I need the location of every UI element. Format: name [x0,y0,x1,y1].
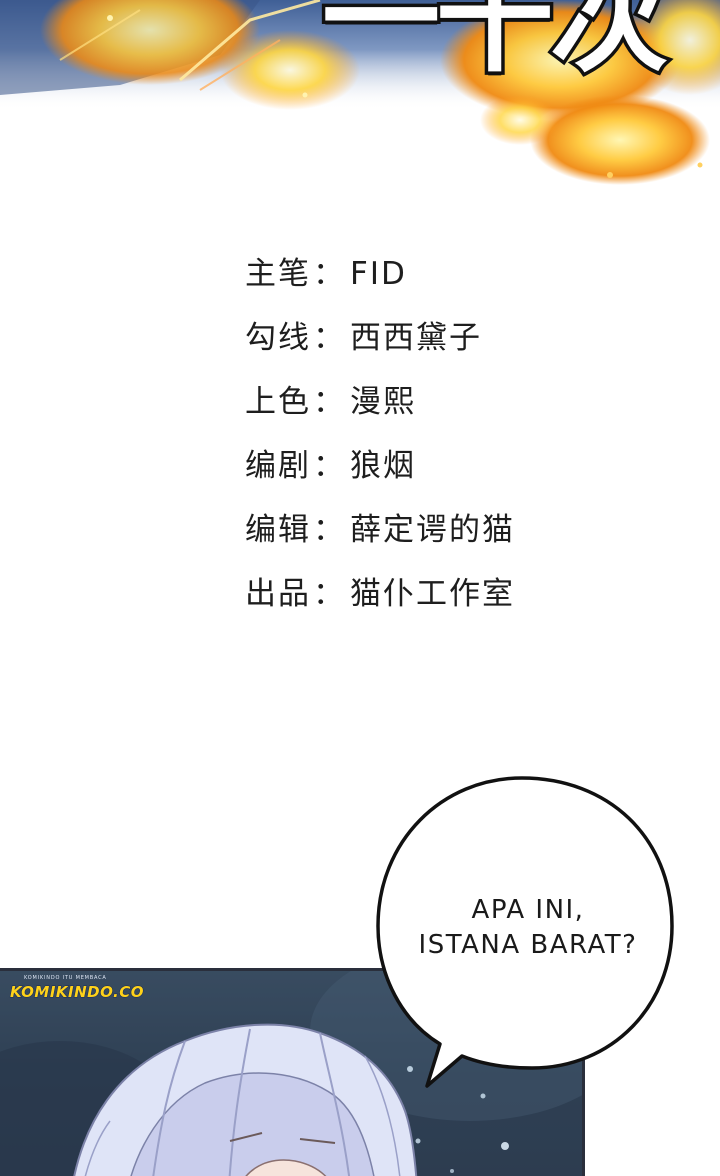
credit-row-producer: 出品：猫仆工作室 [245,572,625,636]
credit-separator: ： [313,576,344,612]
credit-value: 漫熙 [350,384,416,420]
title-banner: 一千次 [0,0,720,200]
credit-label: 出品 [245,576,311,612]
credit-row-lineart: 勾线：西西黛子 [245,316,625,380]
credit-label: 勾线 [245,320,311,356]
credit-label: 编剧 [245,448,311,484]
credit-separator: ： [313,256,344,292]
speech-line-2: ISTANA BARAT? [418,930,638,960]
credit-separator: ： [313,448,344,484]
title-text-fragment: 一千次 [318,0,671,88]
credit-label: 上色 [245,384,311,420]
credit-row-artist: 主笔：FID [245,252,625,316]
speech-line-1: APA INI, [471,895,585,925]
credit-value: FID [350,256,407,292]
speech-bubble-icon [376,776,674,1088]
credit-separator: ： [313,384,344,420]
credit-separator: ： [313,320,344,356]
credit-separator: ： [313,512,344,548]
credit-value: 狼烟 [350,448,416,484]
credits-list: 主笔：FID 勾线：西西黛子 上色：漫熙 编剧：狼烟 编辑：薛定谔的猫 出品：猫… [245,252,625,636]
credit-label: 编辑 [245,512,311,548]
credit-value: 猫仆工作室 [350,576,515,612]
credit-row-editor: 编辑：薛定谔的猫 [245,508,625,572]
credit-value: 西西黛子 [350,320,482,356]
character-illustration [73,1023,418,1176]
fire-artwork [0,0,720,185]
credit-label: 主笔 [245,256,311,292]
watermark-tagline: KOMIKINDO ITU MEMBACA [24,975,107,981]
credit-row-colorist: 上色：漫熙 [245,380,625,444]
watermark-logo: KOMIKINDO.CO [9,983,145,1002]
speech-bubble-text: APA INI, ISTANA BARAT? [408,893,648,963]
credit-value: 薛定谔的猫 [350,512,515,548]
credit-row-writer: 编剧：狼烟 [245,444,625,508]
